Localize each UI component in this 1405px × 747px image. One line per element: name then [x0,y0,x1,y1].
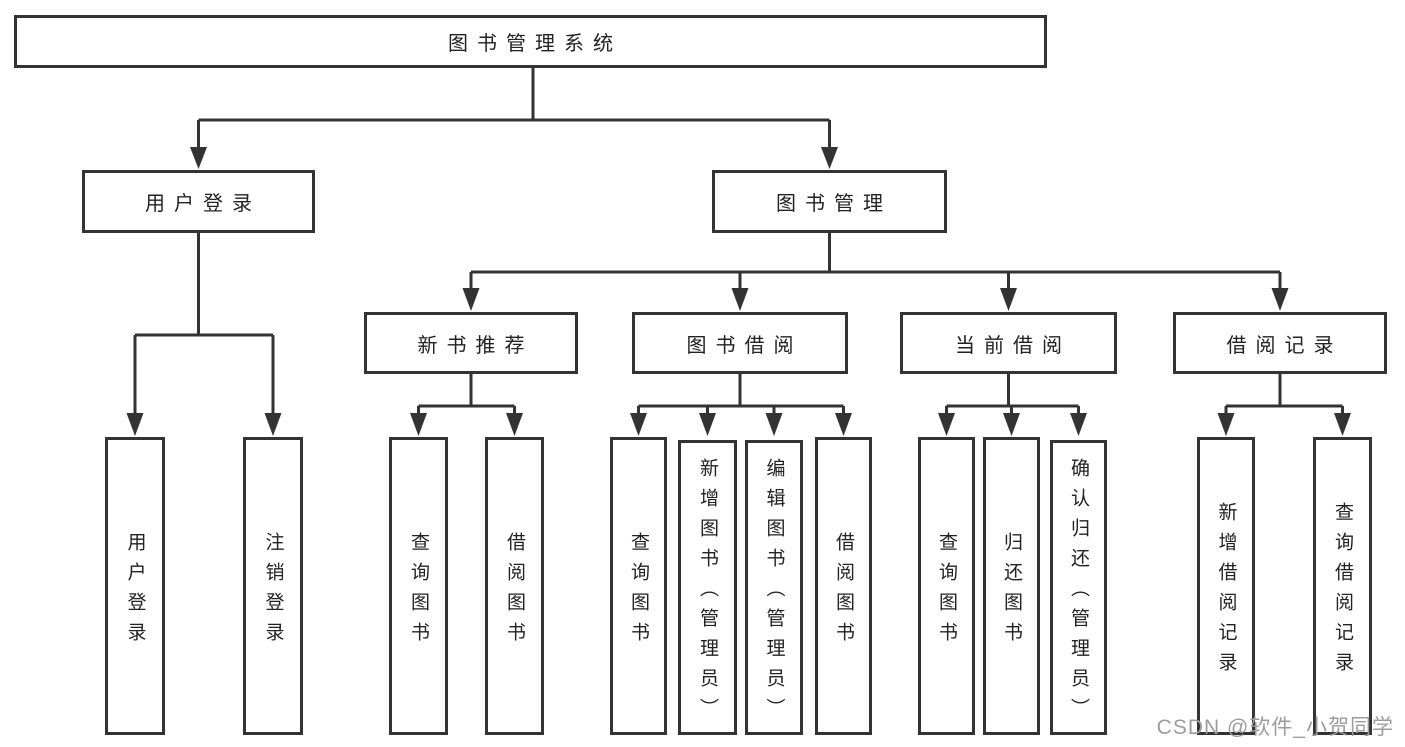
node-root-library-management-system: 图书管理系统 [14,15,1047,68]
leaf-edit-book-admin-label: 编辑图书（管理员） [763,458,785,728]
arrowheads-user-login-leaves [126,413,282,436]
node-current-borrowing-label: 当前借阅 [955,334,1071,357]
leaf-user-login-label: 用户登录 [124,531,146,652]
leaf-query-borrow-record-label: 查询借阅记录 [1332,501,1353,682]
node-borrowing-records: 借阅记录 [1173,312,1387,374]
leaf-logout-label: 注销登录 [262,531,284,652]
arrowheads-current-borrowing-leaves [938,413,1087,436]
leaf-query-books-current: 查询图书 [918,437,975,735]
node-new-book-recommend-label: 新书推荐 [417,334,534,357]
connector-book-borrowing-to-leaves [637,374,845,415]
leaf-add-book-admin-label: 新增图书（管理员） [697,458,718,728]
node-current-borrowing: 当前借阅 [900,312,1117,374]
leaf-query-books-current-label: 查询图书 [936,531,957,652]
connector-user-login-to-leaves [133,233,275,415]
node-book-borrowing-label: 图书借阅 [686,334,803,357]
connector-new-book-recommend-to-leaves [417,374,516,415]
leaf-borrow-books-borrowing: 借阅图书 [815,437,872,735]
leaf-query-borrow-record: 查询借阅记录 [1313,437,1372,735]
leaf-query-books-borrowing-label: 查询图书 [628,531,649,652]
leaf-edit-book-admin: 编辑图书（管理员） [745,440,803,735]
leaf-confirm-return-admin: 确认归还（管理员） [1050,440,1107,735]
node-book-management-label: 图书管理 [776,193,892,215]
arrowheads-borrowing-records-leaves [1217,413,1351,436]
node-book-borrowing: 图书借阅 [632,312,848,374]
arrowheads-book-borrowing-leaves [630,413,852,436]
leaf-query-books-borrowing: 查询图书 [610,437,667,735]
connector-current-borrowing-to-leaves [945,374,1080,415]
leaf-borrow-books-recommend-label: 借阅图书 [504,531,525,652]
connector-root-to-level2 [197,68,831,149]
node-borrowing-records-label: 借阅记录 [1226,334,1343,357]
node-book-management: 图书管理 [712,170,947,233]
leaf-add-book-admin: 新增图书（管理员） [678,440,737,735]
node-new-book-recommend: 新书推荐 [364,312,578,374]
leaf-add-borrow-record-label: 新增借阅记录 [1215,501,1237,682]
leaf-user-login: 用户登录 [105,437,165,735]
csdn-watermark: CSDN @软件_小贺同学 [1156,716,1394,739]
leaf-return-books: 归还图书 [983,437,1040,735]
leaf-borrow-books-recommend: 借阅图书 [485,437,544,735]
node-user-login: 用户登录 [82,170,315,233]
leaf-logout: 注销登录 [243,437,303,735]
node-user-login-label: 用户登录 [145,193,261,215]
leaf-add-borrow-record: 新增借阅记录 [1197,437,1255,735]
node-root-label: 图书管理系统 [448,33,622,55]
leaf-query-books-recommend-label: 查询图书 [408,531,429,652]
leaf-borrow-books-borrowing-label: 借阅图书 [833,531,854,652]
leaf-confirm-return-admin-label: 确认归还（管理员） [1068,458,1089,728]
arrowheads-new-book-recommend-leaves [410,413,523,436]
leaf-return-books-label: 归还图书 [1001,531,1022,652]
arrowheads-level3 [462,288,1289,311]
connector-borrowing-records-to-leaves [1224,374,1344,415]
connector-book-management-to-level3 [469,233,1282,290]
leaf-query-books-recommend: 查询图书 [389,437,448,735]
arrowheads-level2 [190,147,838,169]
